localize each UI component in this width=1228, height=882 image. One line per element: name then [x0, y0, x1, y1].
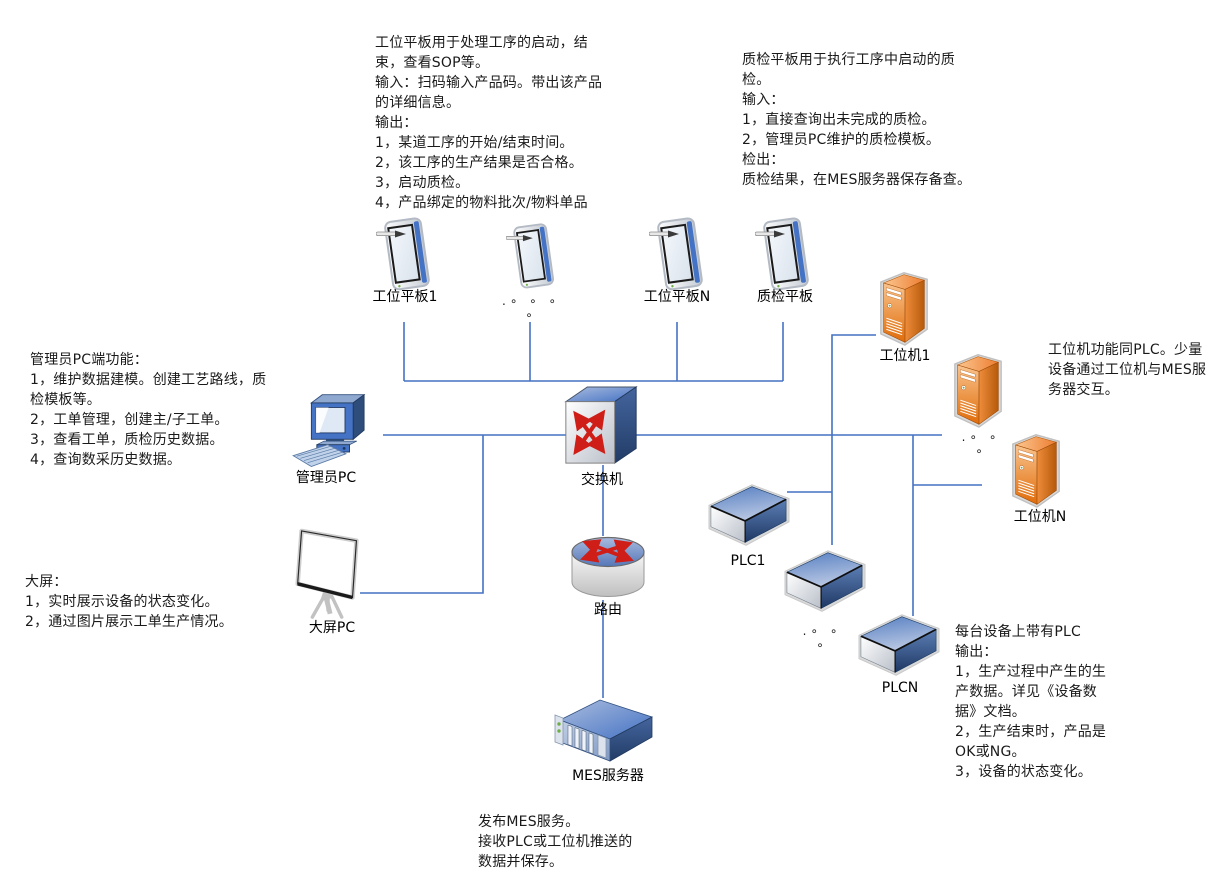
annotation-qc-tablet: 质检平板用于执行工序中启动的质 检。 输入： 1，直接查询出未完成的质检。 2，… — [742, 52, 972, 188]
plc-more-dots: .∘ ∘ ∘ — [802, 624, 842, 652]
station-pcN-icon — [1012, 434, 1060, 508]
router-label: 路由 — [594, 602, 622, 618]
station-pcN-label: 工位机N — [1013, 509, 1067, 525]
workstation-tabletN-label: 工位平板N — [643, 289, 711, 305]
station-pc1-icon — [880, 272, 928, 346]
station-more-dots: .∘ ∘ ∘ — [961, 430, 1001, 458]
mes-server-icon — [554, 699, 653, 762]
workstation-tablet1-label: 工位平板1 — [372, 289, 438, 305]
qc-tablet-icon — [755, 216, 810, 292]
admin-pc-icon — [292, 394, 365, 468]
annotation-plc: 每台设备上带有PLC 输出： 1，生产过程中产生的生 产数据。详见《设备数 据》… — [955, 624, 1107, 780]
workstation-tablet-more-icon — [506, 222, 555, 290]
annotation-admin-pc: 管理员PC端功能： 1，维护数据建模。创建工艺路线，质 检模板等。 2，工单管理… — [30, 352, 267, 468]
plc1-label: PLC1 — [730, 553, 766, 569]
annotation-mes-server: 发布MES服务。 接收PLC或工位机推送的 数据并保存。 — [478, 814, 633, 870]
plc-middle-icon — [784, 550, 866, 613]
station-pc1-label: 工位机1 — [879, 348, 931, 364]
workstation-tablet1-icon — [376, 216, 431, 292]
network-switch-icon — [566, 387, 636, 463]
link-bigscreen-branch — [360, 435, 484, 594]
admin-pc-label: 管理员PC — [295, 470, 357, 486]
big-screen-icon — [298, 531, 357, 617]
link-station1-plc-trunk — [831, 334, 876, 545]
plcN-label: PLCN — [881, 680, 919, 696]
qc-tablet-label: 质检平板 — [757, 289, 813, 305]
annotation-station-pc: 工位机功能同PLC。少量 设备通过工位机与MES服 务器交互。 — [1048, 342, 1207, 398]
annotation-workstation-tablet: 工位平板用于处理工序的启动，结 束，查看SOP等。 输入：扫码输入产品码。带出该… — [375, 35, 603, 211]
router-icon — [572, 538, 644, 597]
annotation-big-screen: 大屏： 1，实时展示设备的状态变化。 2，通过图片展示工单生产情况。 — [25, 574, 233, 630]
plc1-icon — [708, 484, 790, 547]
station-pc-middle-icon — [954, 354, 1002, 428]
big-screen-label: 大屏PC — [308, 620, 356, 636]
network-switch-label: 交换机 — [581, 472, 623, 488]
workstation-tabletN-icon — [649, 216, 704, 292]
plcN-icon — [858, 614, 940, 677]
mes-server-label: MES服务器 — [572, 768, 644, 784]
tablet-more-dots: .∘ ∘ ∘ ∘ — [502, 294, 560, 322]
